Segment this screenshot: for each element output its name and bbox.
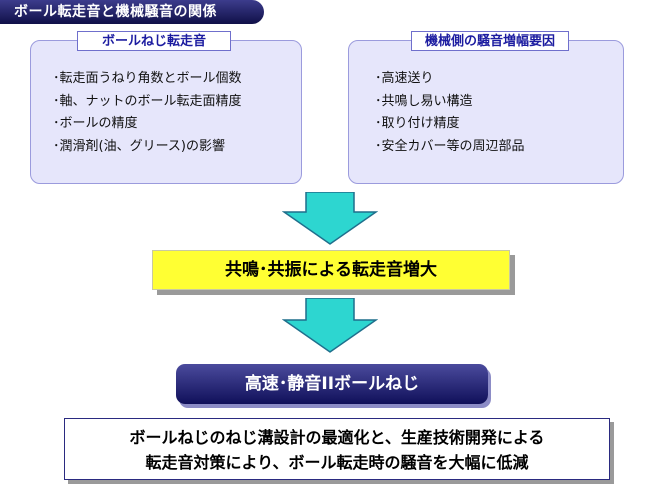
down-arrow-icon (282, 298, 378, 353)
list-item: ･共鳴し易い構造 (375, 93, 473, 109)
list-item: ･転走面うねり角数とボール個数 (53, 71, 242, 86)
resonance-banner: 共鳴･共振による転走音増大 (152, 250, 510, 290)
rolling-noise-panel: ボールねじ転走音 ･転走面うねり角数とボール個数 ･軸、ナットのボール転走面精度… (30, 31, 302, 184)
machine-amplification-panel: 機械側の騒音増幅要因 ･高速送り ･共鳴し易い構造 ･取り付け精度 ･安全カバー… (348, 31, 624, 184)
list-item: ･取り付け精度 (375, 116, 460, 131)
machine-amplification-list: ･高速送り ･共鳴し易い構造 ･取り付け精度 ･安全カバー等の周辺部品 (375, 68, 525, 158)
list-item: ･潤滑剤(油、グリース)の影響 (53, 138, 225, 154)
down-arrow-icon (282, 192, 378, 245)
machine-amplification-label: 機械側の騒音増幅要因 (411, 31, 569, 51)
product-label: 高速･静音IIボールねじ (176, 364, 488, 404)
summary-line: ボールねじのねじ溝設計の最適化と、生産技術開発による (129, 428, 545, 447)
list-item: ･安全カバー等の周辺部品 (375, 138, 525, 154)
summary-line: 転走音対策により、ボール転走時の騒音を大幅に低減 (145, 453, 529, 472)
list-item: ･高速送り (375, 71, 434, 86)
list-item: ･ボールの精度 (53, 116, 138, 131)
rolling-noise-label: ボールねじ転走音 (77, 31, 231, 51)
diagram-title: ボール転走音と機械騒音の関係 (0, 0, 264, 24)
rolling-noise-list: ･転走面うねり角数とボール個数 ･軸、ナットのボール転走面精度 ･ボールの精度 … (53, 68, 242, 158)
list-item: ･軸、ナットのボール転走面精度 (53, 93, 242, 109)
summary-box: ボールねじのねじ溝設計の最適化と、生産技術開発による 転走音対策により、ボール転… (64, 418, 610, 480)
